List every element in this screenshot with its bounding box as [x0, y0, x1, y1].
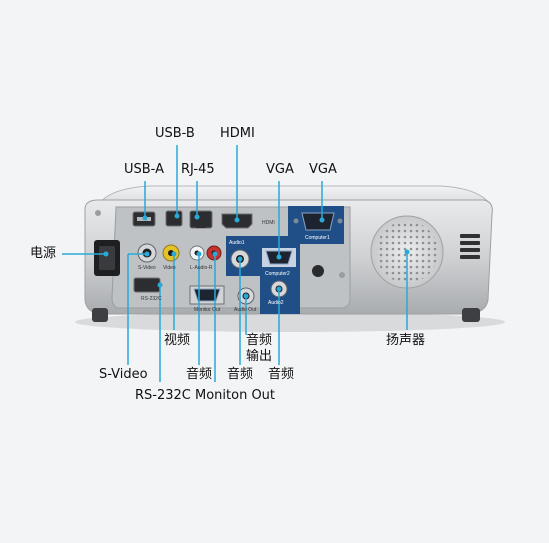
callout-audio-in-b: 音频 — [227, 367, 254, 382]
callout-audio-in-a: 音频 — [186, 367, 213, 382]
callout-hdmi: HDMI — [220, 126, 255, 141]
panel-label-video: Video — [163, 265, 176, 271]
screw-1 — [95, 210, 101, 216]
callout-power: 电源 — [30, 246, 57, 261]
callout-usb-a: USB-A — [124, 162, 164, 177]
usb-b-port — [165, 210, 183, 227]
kensington-slot — [312, 265, 324, 277]
panel-label-computer1: Computer1 — [305, 235, 330, 241]
callout-dots — [103, 213, 410, 299]
vga1-port — [301, 212, 335, 231]
callout-audio-in-c: 音频 — [268, 367, 295, 382]
callout-vga-1: VGA — [266, 162, 294, 177]
vent-slots — [460, 234, 480, 259]
callout-usb-b: USB-B — [155, 126, 195, 141]
callout-rj45: RJ-45 — [181, 162, 215, 177]
panel-label-monitor-out: Monitor Out — [194, 307, 221, 313]
panel-label-audio-out: Audio Out — [234, 307, 257, 313]
monitor-out-port — [193, 288, 221, 302]
callout-lines — [62, 145, 408, 382]
callout-vga-2: VGA — [309, 162, 337, 177]
panel-label-hdmi: HDMI — [262, 220, 275, 226]
foot-left — [92, 308, 108, 322]
panel-label-computer2: Computer2 — [265, 271, 290, 277]
panel-label-l-audio-r: L-Audio-R — [190, 265, 213, 271]
screw-2 — [339, 272, 345, 278]
callout-svideo: S-Video — [99, 367, 148, 382]
foot-right — [462, 308, 480, 322]
callout-speaker: 扬声器 — [386, 333, 426, 348]
callout-audio-out: 音频 输出 — [246, 333, 273, 364]
rs232c-port — [133, 277, 161, 293]
callout-video: 视频 — [164, 333, 191, 348]
callout-rs232c-monitor: RS-232C Moniton Out — [135, 388, 276, 403]
panel-label-audio1: Audio1 — [229, 240, 245, 246]
projector-shadow — [75, 312, 505, 332]
panel-label-svideo: S-Video — [138, 265, 156, 271]
panel-label-audio2: Audio2 — [268, 300, 284, 306]
panel-label-rs232c: RS-232C — [141, 296, 162, 302]
